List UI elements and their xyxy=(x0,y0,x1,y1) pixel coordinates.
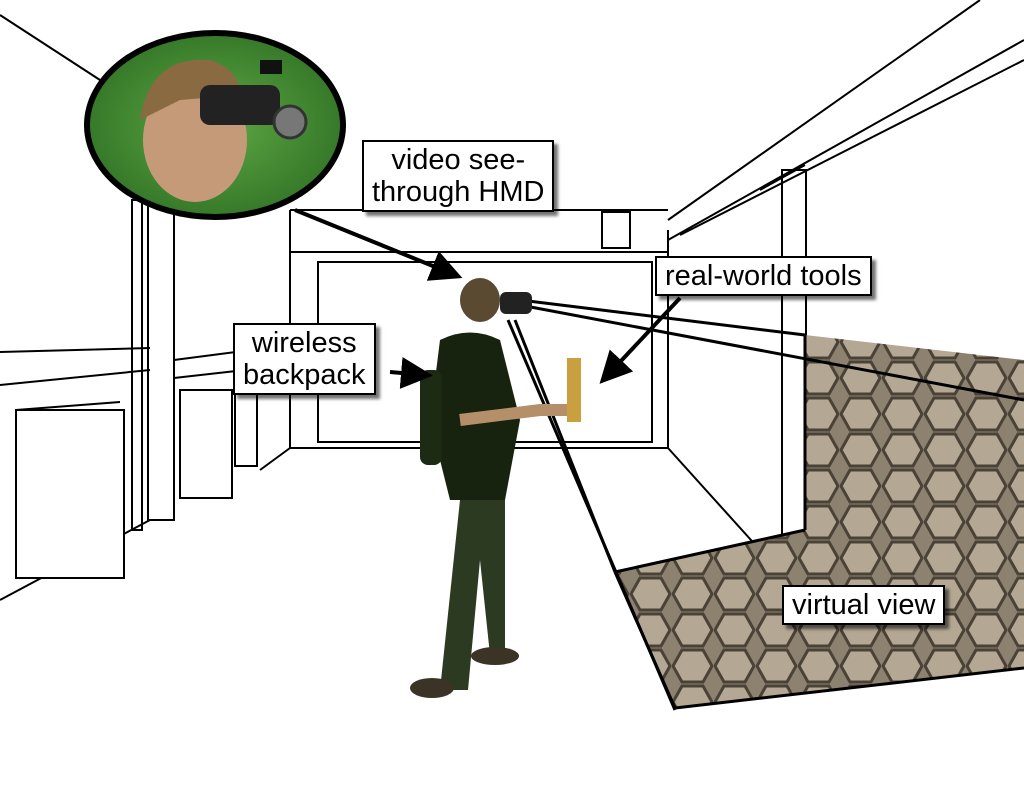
label-line: backpack xyxy=(243,359,366,391)
label-wireless-backpack: wireless backpack xyxy=(233,323,376,395)
virtual-view-texture xyxy=(615,335,1024,708)
label-real-world-tools: real-world tools xyxy=(655,256,872,296)
room-lines xyxy=(0,0,1024,601)
label-line: video see- xyxy=(391,144,526,176)
callout-arrows xyxy=(294,208,682,389)
user-figure xyxy=(410,278,581,698)
closeup-head xyxy=(140,59,308,202)
label-line: through HMD xyxy=(372,176,545,208)
label-virtual-view: virtual view xyxy=(782,585,946,625)
label-video-see-through-hmd: video see- through HMD xyxy=(362,140,555,212)
label-line: wireless xyxy=(251,327,357,359)
